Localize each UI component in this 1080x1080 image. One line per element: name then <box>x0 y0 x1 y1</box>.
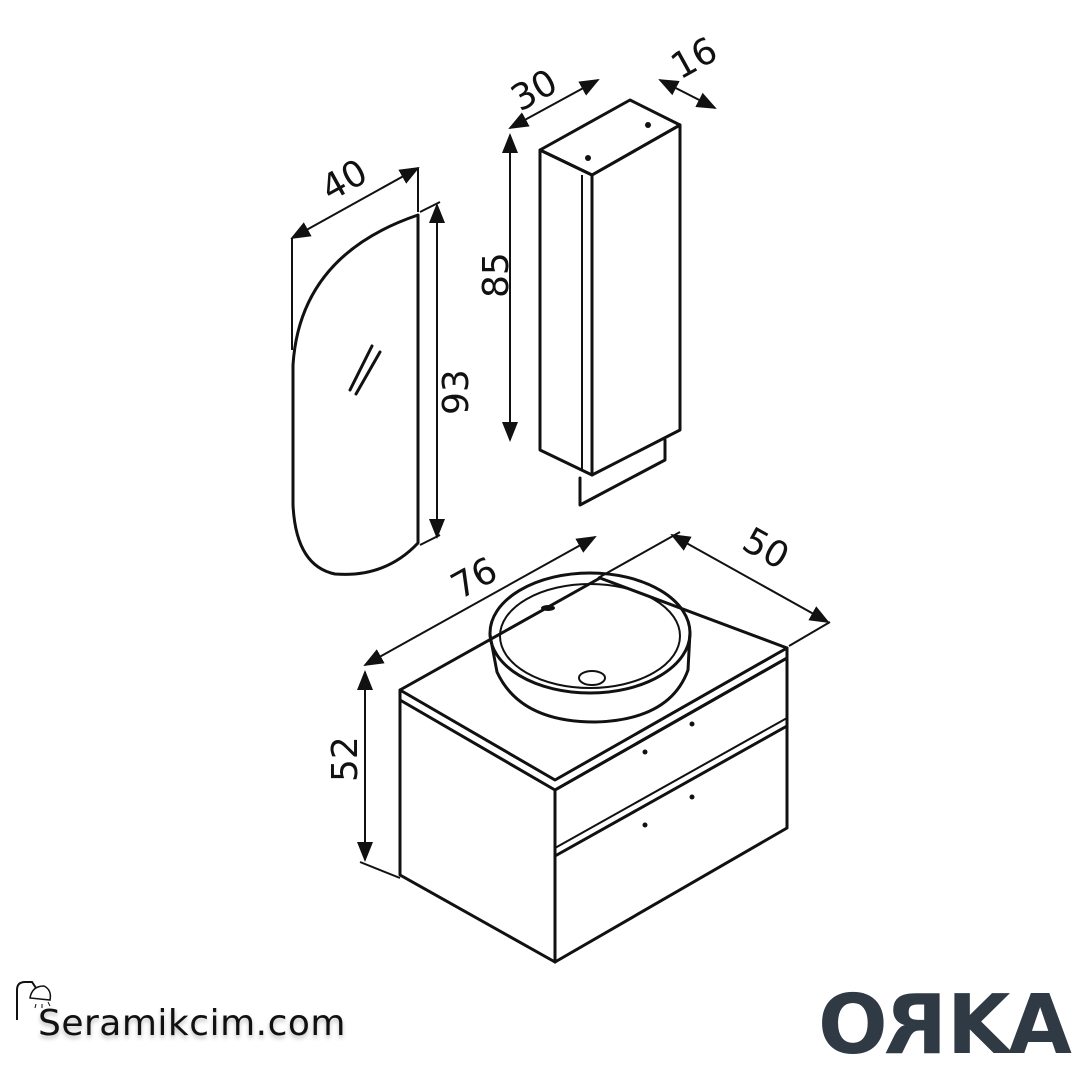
dimension-label-vanity-width: 76 <box>444 550 504 608</box>
basin-rim <box>488 571 692 695</box>
drawer-divider <box>553 724 789 858</box>
dimension-line-vanity-depth <box>670 534 830 623</box>
dimension-extension <box>359 861 401 879</box>
dimension-label-cabinet-width: 30 <box>504 62 564 120</box>
drawer-handle-hole <box>689 721 695 727</box>
dimension-label-cabinet-height: 85 <box>476 252 517 298</box>
tall-cabinet: 30 16 85 <box>476 30 724 507</box>
drawer-handle-hole <box>689 794 695 800</box>
shower-icon <box>16 981 52 1020</box>
dimension-label-cabinet-depth: 16 <box>664 30 724 88</box>
dimension-label-mirror-height: 93 <box>436 369 477 415</box>
dimension-label-vanity-height: 52 <box>325 736 366 782</box>
dimension-label-vanity-depth: 50 <box>736 520 796 578</box>
dimension-line-mirror-width <box>290 167 420 239</box>
basin-inner <box>499 583 681 689</box>
brand-logo: ORKA <box>818 978 1072 1073</box>
cabinet-side <box>538 148 594 477</box>
drawer-divider <box>554 717 788 849</box>
towel-bar <box>578 438 667 507</box>
vanity-side <box>398 698 557 964</box>
dimension-line-vanity-width <box>363 536 597 666</box>
cabinet-door <box>590 123 682 477</box>
dimension-line-cabinet-width <box>508 79 600 129</box>
vanity-unit: 76 50 52 <box>325 520 831 964</box>
mirror: 40 93 <box>290 152 477 576</box>
cabinet-hole <box>585 155 591 161</box>
dimension-extension <box>419 534 441 546</box>
cabinet-hole <box>645 122 651 128</box>
dimension-extension <box>597 531 681 579</box>
dimension-extension <box>788 621 831 647</box>
dimension-label-mirror-width: 40 <box>314 152 374 210</box>
basin-overflow <box>541 605 555 611</box>
mirror-reflection-mark <box>354 350 382 396</box>
mirror-reflection-mark <box>348 344 374 392</box>
dimension-line-cabinet-depth <box>658 79 717 109</box>
dimension-extension <box>419 201 441 213</box>
vanity-front <box>553 656 789 964</box>
basin-drain <box>578 670 606 686</box>
retailer-logo: Seramikcim.com <box>38 1003 346 1044</box>
basin-body <box>488 630 692 724</box>
drawer-handle-hole <box>642 822 648 828</box>
drawer-handle-hole <box>642 749 648 755</box>
